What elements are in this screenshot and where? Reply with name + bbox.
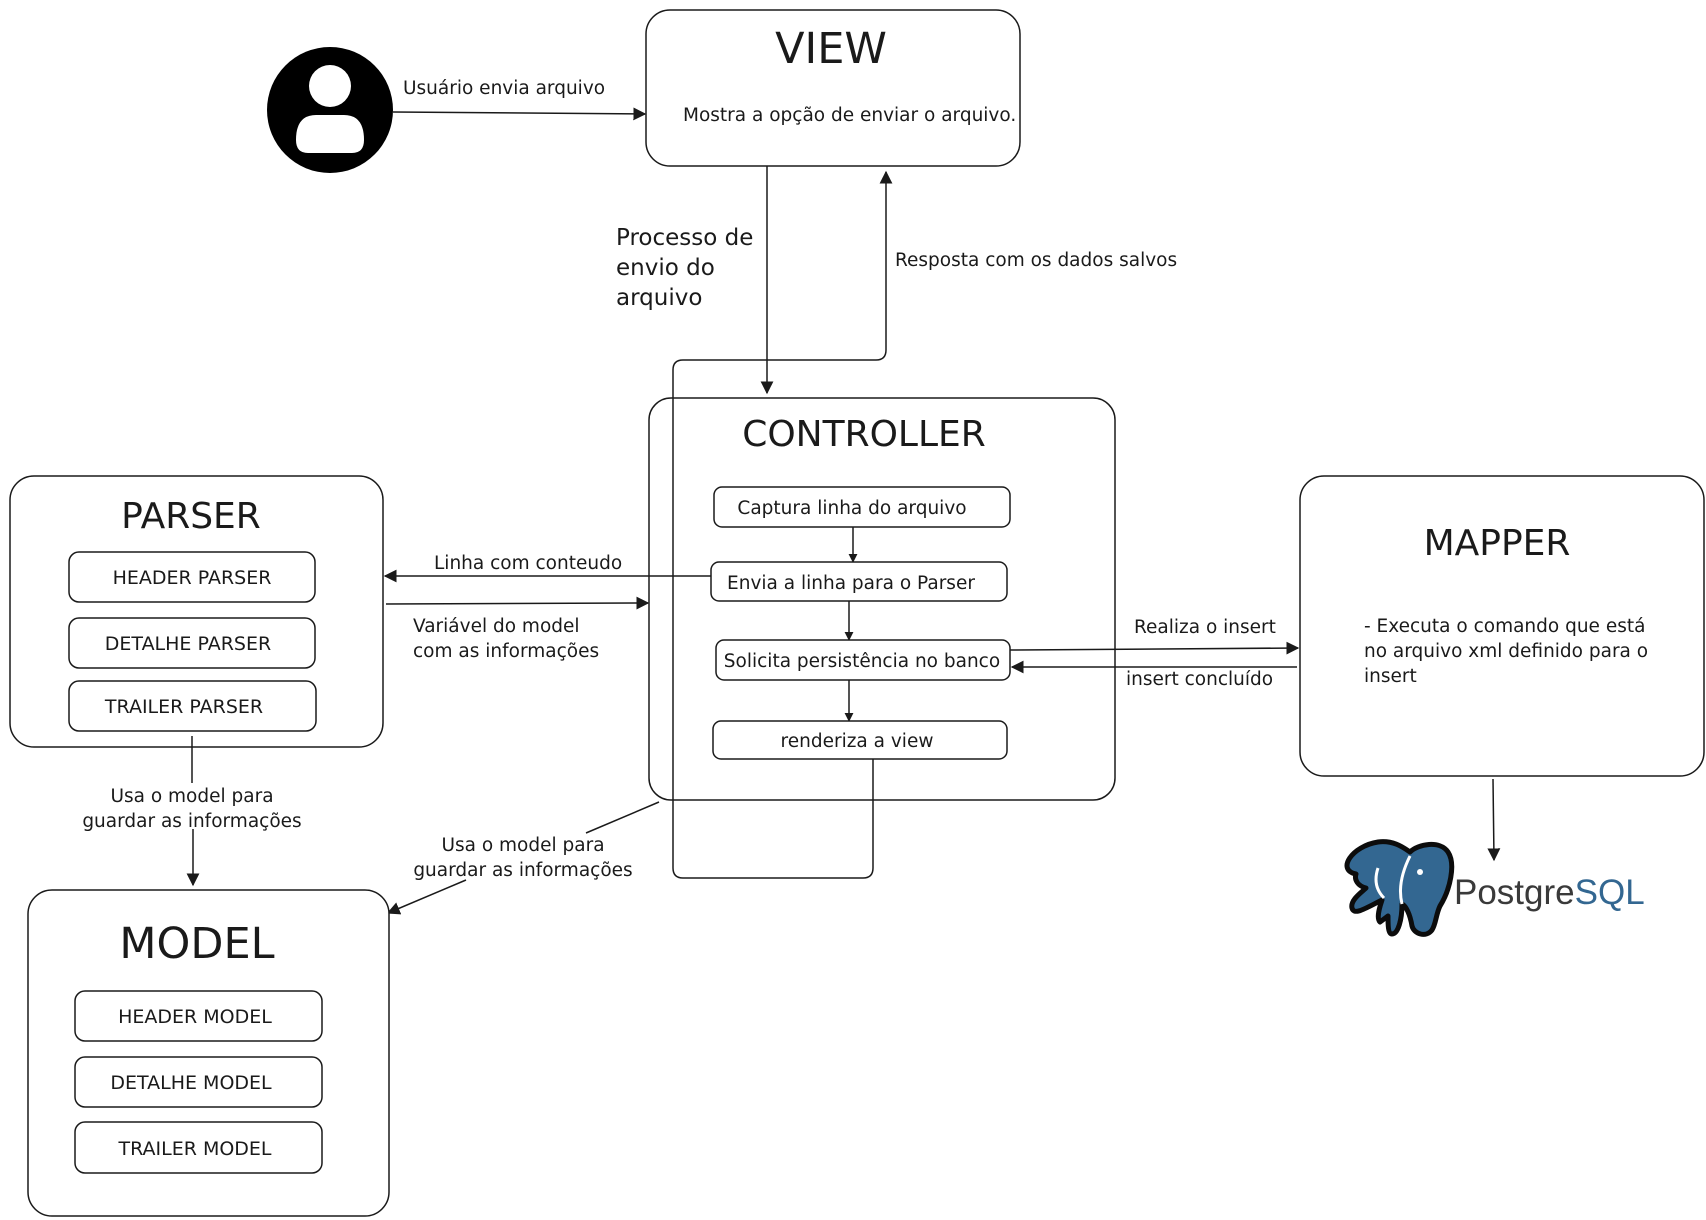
parser-to-controller-arrow (385, 596, 650, 610)
realiza-insert-label: Realiza o insert (1134, 617, 1276, 638)
step-box-3 (715, 639, 1011, 681)
parser-item-header: HEADER PARSER (113, 567, 272, 589)
step-renderiza: renderiza a view (781, 731, 934, 752)
processo-label-line-3: arquivo (616, 285, 702, 311)
parser-model-label-line-1: Usa o model para (110, 786, 273, 807)
mapper-description-line-2: no arquivo xml definido para o (1364, 641, 1648, 662)
user-to-view-arrow (392, 107, 647, 121)
postgresql-logo: PostgreSQL (1344, 839, 1645, 937)
mapper-description-line-3: insert (1364, 666, 1417, 687)
parser-node: PARSER HEADER PARSER DETALHE PARSER TRAI… (9, 475, 384, 748)
mapper-description-line-1: - Executa o comando que está (1364, 616, 1645, 637)
linha-conteudo-label: Linha com conteudo (434, 553, 622, 574)
parser-model-label-line-2: guardar as informações (82, 811, 301, 832)
variavel-label-line-1: Variável do model (413, 616, 580, 637)
parser-item-trailer: TRAILER PARSER (104, 696, 263, 718)
model-item-detalhe: DETALHE MODEL (110, 1072, 272, 1094)
model-item-trailer: TRAILER MODEL (117, 1138, 271, 1160)
step-box-1 (713, 486, 1011, 528)
model-title: MODEL (119, 919, 274, 969)
view-description: Mostra a opção de enviar o arquivo. (683, 105, 1016, 126)
controller-to-model-arrow (386, 879, 467, 915)
step-box-4 (712, 720, 1008, 760)
parser-item-detalhe: DETALHE PARSER (105, 633, 271, 655)
step-box-2 (710, 561, 1008, 602)
step-captura: Captura linha do arquivo (737, 498, 966, 519)
step-solicita: Solicita persistência no banco (724, 651, 1000, 672)
model-item-box-2 (74, 1056, 323, 1108)
insert-concluido-label: insert concluído (1126, 669, 1273, 690)
view-node: VIEW Mostra a opção de enviar o arquivo. (645, 9, 1021, 167)
mapper-title: MAPPER (1424, 523, 1571, 564)
view-title: VIEW (775, 24, 887, 74)
controller-to-mapper-arrow (1009, 641, 1300, 655)
parser-item-box-3 (68, 680, 317, 732)
controller-to-model-line-top (585, 801, 660, 834)
mapper-to-db-arrow (1487, 778, 1501, 862)
postgresql-elephant-icon (1344, 839, 1455, 937)
return-to-view-connector (672, 170, 893, 879)
step-envia: Envia a linha para o Parser (727, 573, 975, 594)
model-item-header: HEADER MODEL (118, 1006, 272, 1028)
controller-node: CONTROLLER Captura linha do arquivo Envi… (648, 397, 1116, 801)
model-item-box-3 (74, 1121, 323, 1174)
controller-model-label-line-1: Usa o model para (441, 835, 604, 856)
controller-model-label-line-2: guardar as informações (413, 860, 632, 881)
variavel-label-line-2: com as informações (413, 641, 599, 662)
parser-item-box-2 (68, 617, 316, 669)
user-arrow-label: Usuário envia arquivo (403, 78, 605, 99)
mapper-node: MAPPER - Executa o comando que está no a… (1299, 475, 1705, 777)
controller-title: CONTROLLER (742, 414, 986, 455)
postgresql-logo-text: PostgreSQL (1454, 873, 1645, 912)
processo-label-line-1: Processo de (616, 225, 753, 251)
resposta-label: Resposta com os dados salvos (895, 250, 1177, 271)
parser-item-box-1 (68, 551, 316, 603)
user-icon (267, 47, 393, 173)
parser-title: PARSER (121, 496, 261, 537)
processo-label-line-2: envio do (616, 255, 715, 281)
model-item-box-1 (74, 990, 323, 1042)
model-node: MODEL HEADER MODEL DETALHE MODEL TRAILER… (27, 889, 390, 1217)
